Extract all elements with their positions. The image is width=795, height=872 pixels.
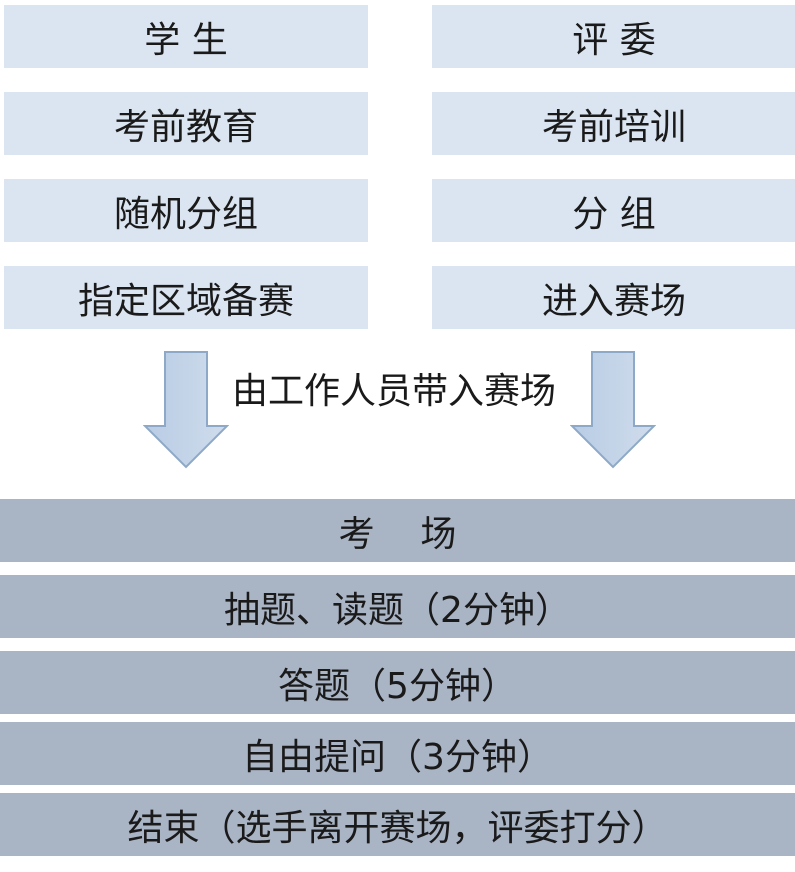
students-header-label: 学 生 (144, 19, 228, 61)
students-step-1-label: 考前教育 (113, 106, 258, 148)
students-step-1: 考前教育 (4, 92, 368, 155)
exam-step-3-label: 自由提问（3分钟） (242, 736, 553, 778)
students-step-3: 指定区域备赛 (4, 266, 368, 329)
exam-step-4: 结束（选手离开赛场，评委打分） (0, 793, 795, 856)
judges-step-2-label: 分 组 (572, 193, 656, 235)
exam-step-4-label: 结束（选手离开赛场，评委打分） (127, 807, 668, 849)
judges-step-2: 分 组 (432, 179, 795, 242)
students-step-2: 随机分组 (4, 179, 368, 242)
students-step-3-label: 指定区域备赛 (77, 280, 294, 322)
exam-step-3: 自由提问（3分钟） (0, 722, 795, 785)
judges-step-1-label: 考前培训 (541, 106, 686, 148)
exam-header-label: 考 场 (338, 513, 457, 555)
judges-header-label: 评 委 (572, 19, 656, 61)
students-step-2-label: 随机分组 (113, 193, 258, 235)
judges-header: 评 委 (432, 5, 795, 68)
exam-step-1: 抽题、读题（2分钟） (0, 575, 795, 638)
exam-header: 考 场 (0, 499, 795, 562)
exam-step-1-label: 抽题、读题（2分钟） (224, 589, 571, 631)
right-down-arrow-icon (570, 351, 656, 469)
transition-label: 由工作人员带入赛场 (232, 371, 557, 412)
judges-step-3: 进入赛场 (432, 266, 795, 329)
left-down-arrow-icon (143, 351, 229, 469)
exam-step-2-label: 答题（5分钟） (278, 665, 517, 707)
exam-step-2: 答题（5分钟） (0, 651, 795, 714)
judges-step-1: 考前培训 (432, 92, 795, 155)
students-header: 学 生 (4, 5, 368, 68)
judges-step-3-label: 进入赛场 (541, 280, 686, 322)
